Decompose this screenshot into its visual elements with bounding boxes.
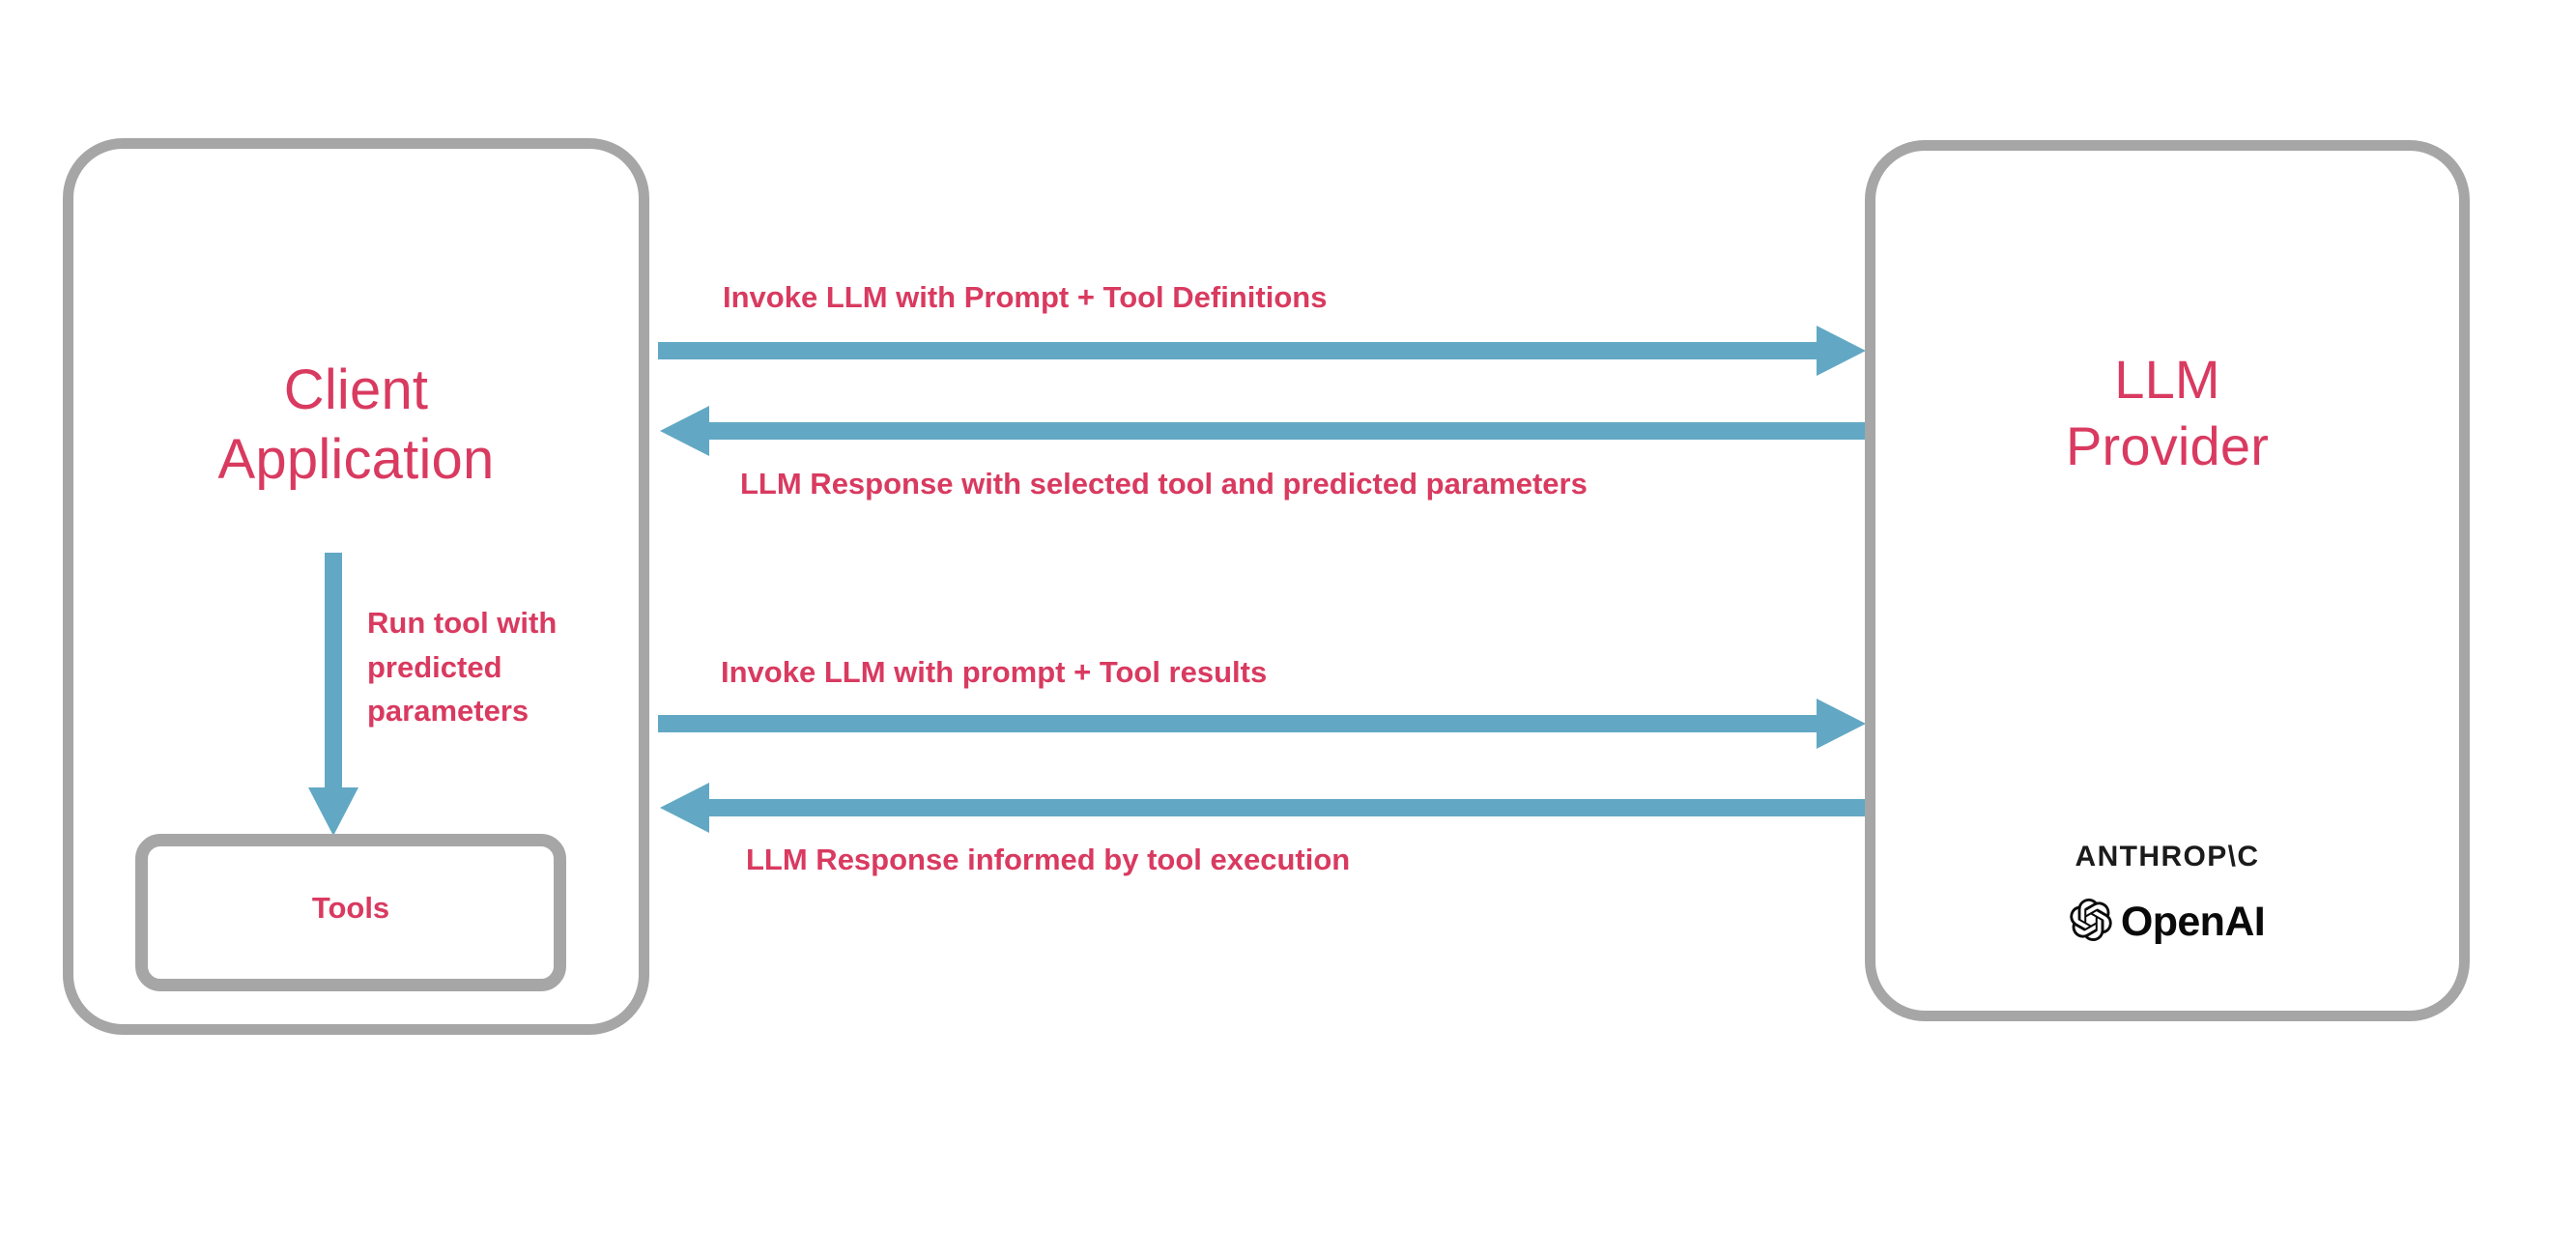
message-3-arrow-right bbox=[658, 699, 1868, 749]
run-tool-arrow bbox=[300, 553, 386, 839]
llm-provider-label: LLM Provider bbox=[2065, 349, 2270, 477]
message-1-caption: Invoke LLM with Prompt + Tool Definition… bbox=[723, 280, 1328, 314]
message-4-arrow-left bbox=[658, 783, 1868, 833]
message-1-arrow-right bbox=[658, 326, 1868, 376]
openai-logo-icon bbox=[2070, 899, 2112, 946]
openai-wordmark: OpenAI bbox=[2120, 899, 2266, 945]
client-application-box bbox=[63, 138, 649, 1035]
message-2-arrow-left bbox=[658, 406, 1868, 456]
message-2-caption: LLM Response with selected tool and pred… bbox=[740, 467, 1588, 500]
provider-logos: ANTHROP\C OpenAI bbox=[1865, 841, 2470, 946]
openai-lockup: OpenAI bbox=[2070, 899, 2266, 946]
message-3-caption: Invoke LLM with prompt + Tool results bbox=[721, 655, 1268, 689]
llm-provider-box bbox=[1865, 140, 2470, 1021]
run-tool-caption: Run tool with predicted parameters bbox=[367, 606, 558, 729]
tools-box bbox=[135, 834, 566, 991]
anthropic-wordmark-icon: ANTHROP\C bbox=[2075, 841, 2260, 872]
client-application-label: Client Application bbox=[217, 358, 495, 491]
message-4-caption: LLM Response informed by tool execution bbox=[746, 843, 1351, 876]
tools-label: Tools bbox=[311, 891, 390, 925]
